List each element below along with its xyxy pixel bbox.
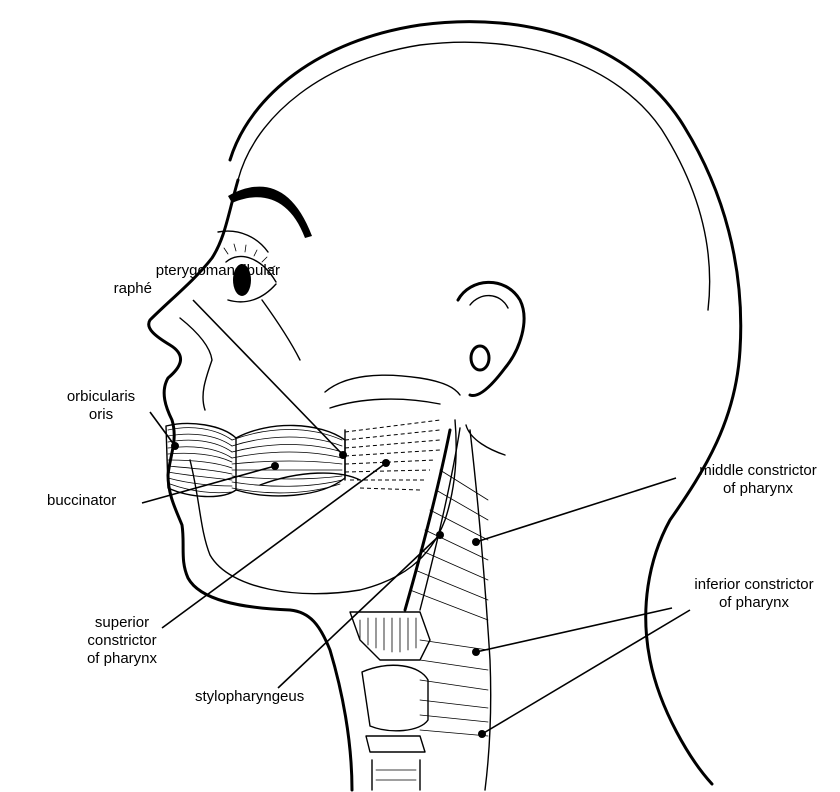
label-buccinator: buccinator: [47, 492, 116, 510]
label-pterygomandibular-raphe: pterygomandibular raphé: [0, 262, 280, 298]
ear-canal: [471, 346, 489, 370]
label-line: middle constrictor: [676, 462, 840, 480]
ear-outline: [458, 282, 524, 395]
label-superior-constrictor: superior constrictor of pharynx: [70, 614, 174, 668]
cheek-curve: [262, 300, 300, 360]
cheek-line: [180, 318, 212, 410]
ear-inner: [470, 296, 508, 308]
label-line: stylopharyngeus: [195, 688, 304, 706]
label-line: inferior constrictor: [668, 576, 840, 594]
label-line: of pharynx: [668, 594, 840, 612]
superior-constrictor-fibers: [345, 420, 440, 490]
brow-ridge-line: [218, 231, 268, 252]
zygomatic-arch: [325, 375, 460, 395]
label-line: superior: [70, 614, 174, 632]
eyebrow: [228, 187, 312, 238]
thyroid-cartilage: [362, 665, 428, 731]
label-orbicularis-oris: orbicularis oris: [52, 388, 150, 424]
orbicularis-oris-fibers: [166, 423, 236, 496]
label-line: of pharynx: [676, 480, 840, 498]
buccinator-fibers: [232, 425, 345, 495]
larynx-ridges: [360, 618, 416, 652]
label-stylopharyngeus: stylopharyngeus: [195, 688, 304, 706]
label-line: constrictor: [70, 632, 174, 650]
zygomatic-lower: [330, 399, 440, 408]
scalp-inner-line: [238, 42, 710, 310]
trachea: [372, 760, 420, 790]
label-line: pterygomandibular: [0, 262, 280, 280]
label-line: raphé: [0, 280, 280, 298]
label-line: oris: [52, 406, 150, 424]
label-middle-constrictor: middle constrictor of pharynx: [676, 462, 840, 498]
larynx-outline: [350, 612, 430, 660]
label-line: of pharynx: [70, 650, 174, 668]
inferior-constrictor-fibers: [420, 640, 488, 736]
label-line: orbicularis: [52, 388, 150, 406]
label-inferior-constrictor: inferior constrictor of pharynx: [668, 576, 840, 612]
label-line: buccinator: [47, 492, 116, 510]
cricoid-cartilage: [366, 736, 425, 752]
